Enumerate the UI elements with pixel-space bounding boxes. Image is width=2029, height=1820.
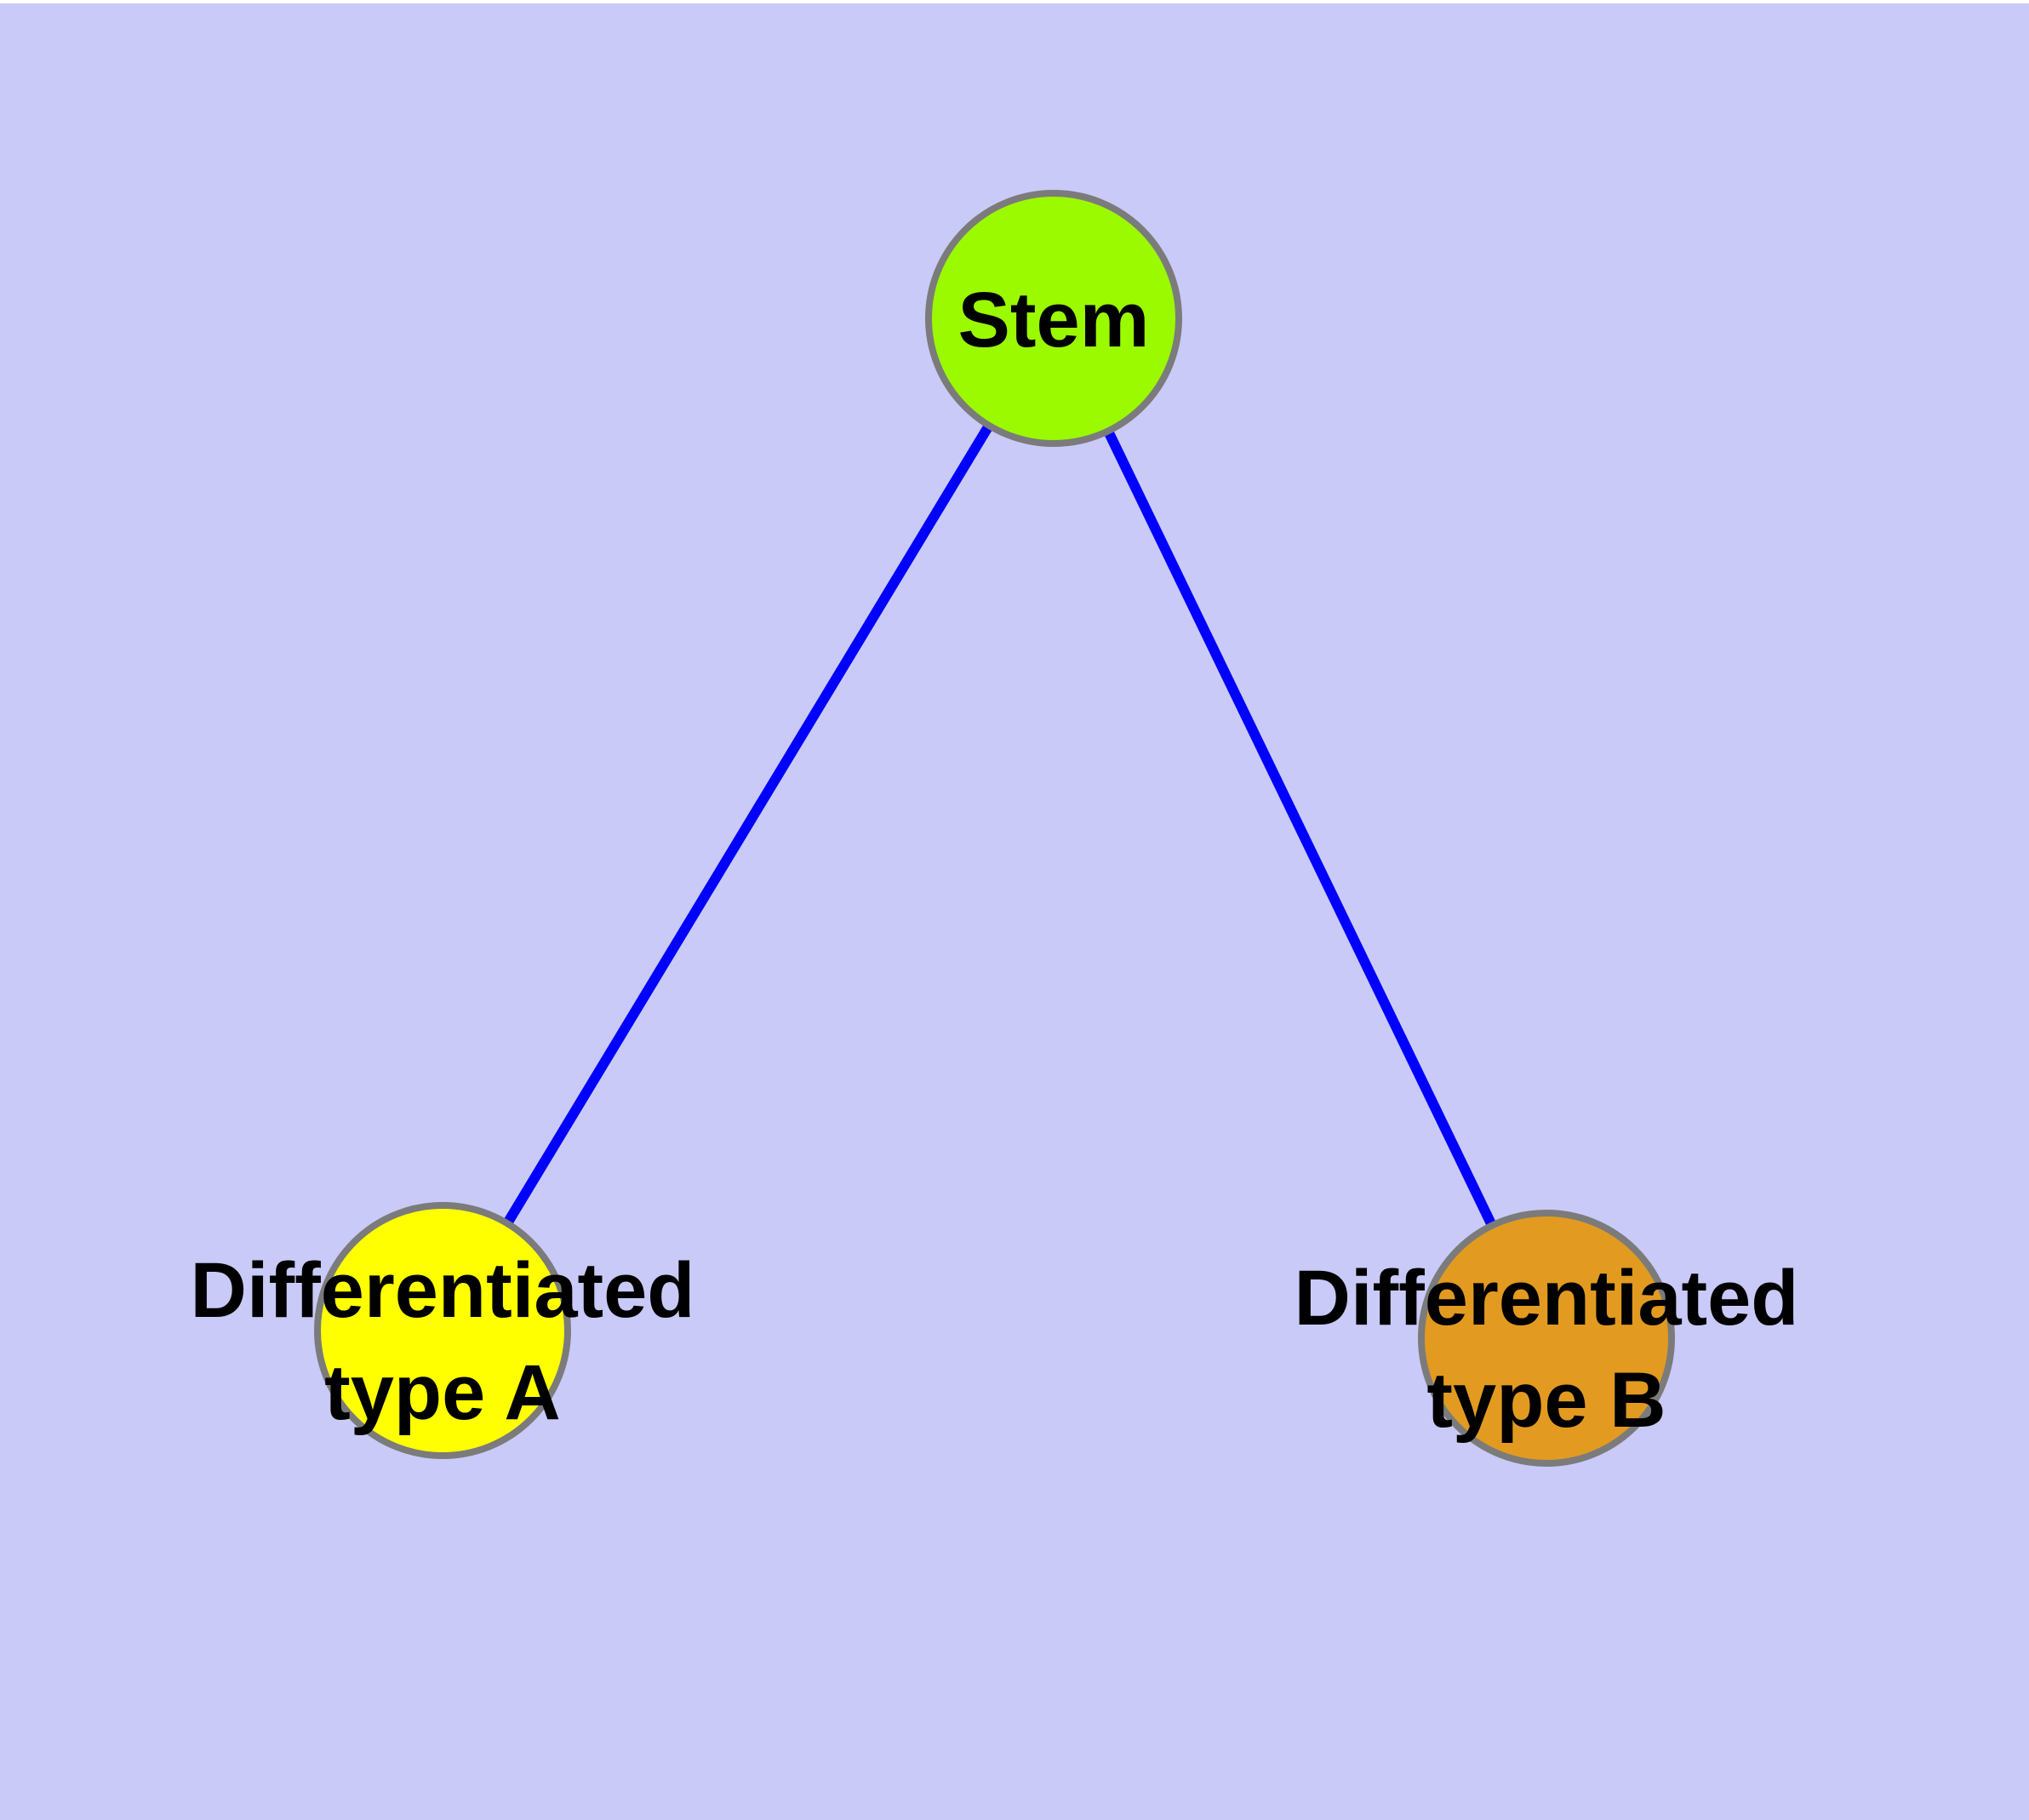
node-differentiated-type-a: Differentiated type A: [191, 1202, 695, 1459]
node-type-b-circle: [1418, 1210, 1675, 1467]
node-differentiated-type-b: Differentiated type B: [1295, 1210, 1799, 1467]
node-type-b-label-line2: type B: [1426, 1357, 1666, 1444]
edge-stem-to-type-a: [437, 315, 1059, 1334]
node-type-a-label-line1: Differentiated: [191, 1247, 695, 1334]
node-type-a-circle: [314, 1202, 571, 1459]
node-type-a-label-line2: type A: [324, 1349, 561, 1436]
node-stem-circle: [925, 190, 1182, 447]
edge-stem-to-type-b: [1049, 316, 1552, 1341]
node-type-b-label-line1: Differentiated: [1295, 1255, 1799, 1342]
node-stem-label: Stem: [958, 277, 1150, 363]
node-stem: Stem: [925, 190, 1182, 447]
